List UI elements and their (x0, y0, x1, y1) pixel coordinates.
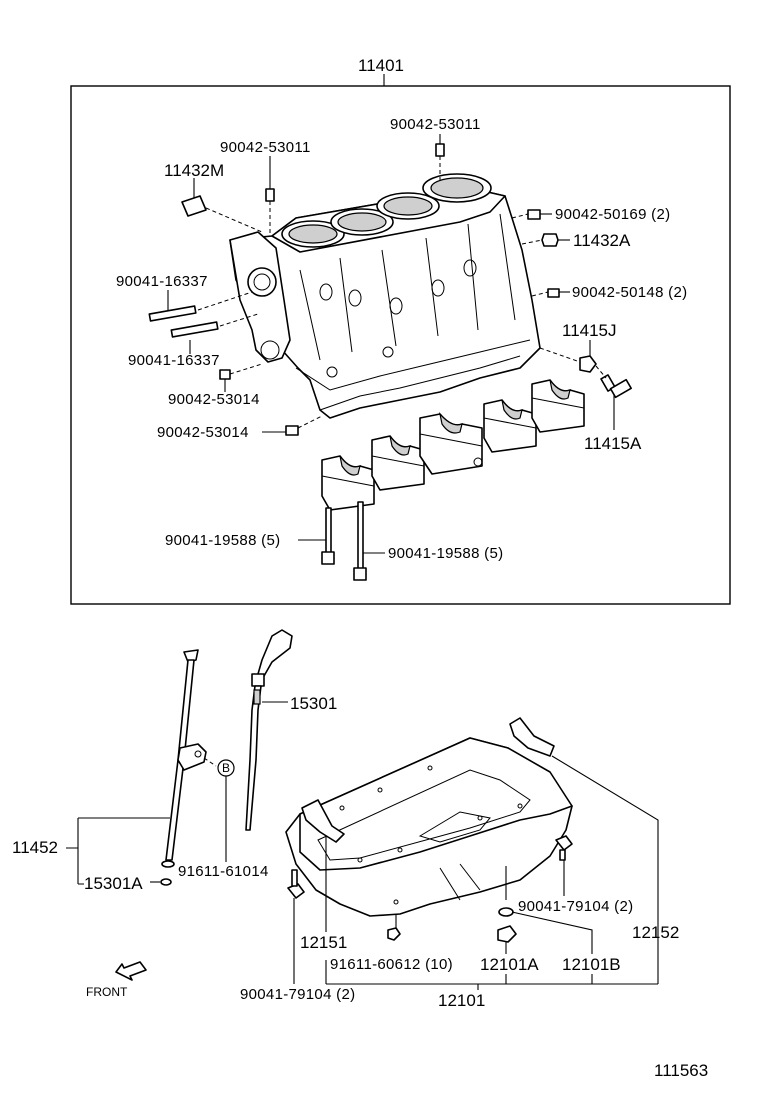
label-11401: 11401 (358, 56, 404, 75)
pipe-11432m (181, 195, 207, 217)
label-90041-79104-right: 90041-79104 (2) (518, 898, 633, 915)
label-11452: 11452 (12, 838, 58, 857)
label-12101: 12101 (438, 991, 485, 1010)
label-90042-53011-left: 90042-53011 (220, 139, 311, 156)
label-15301: 15301 (290, 694, 337, 713)
label-90041-19588-right: 90041-19588 (5) (388, 545, 503, 562)
cylinder-block-frame (70, 85, 731, 605)
label-12152: 12152 (632, 923, 679, 942)
drain-plug-12101a (497, 925, 517, 943)
label-12151: 12151 (300, 933, 347, 952)
label-91611-60612: 91611-60612 (10) (330, 956, 453, 973)
oil-pan (285, 737, 573, 917)
bracket-12101 (325, 960, 658, 990)
plug-90042-53011-left (265, 188, 275, 202)
bearing-caps (321, 379, 585, 511)
stud-90041-16337-upper (148, 291, 253, 322)
label-90042-53014-b: 90042-53014 (157, 424, 249, 441)
cylinder-bores (281, 173, 492, 248)
bolt-90041-79104-right (555, 835, 573, 861)
label-90042-53011-top: 90042-53011 (390, 116, 481, 133)
gasket-12101b (498, 907, 514, 917)
oil-dipstick (245, 629, 293, 831)
label-91611-61014: 91611-61014 (178, 863, 269, 880)
label-90042-53014-a: 90042-53014 (168, 391, 260, 408)
label-90042-50169: 90042-50169 (2) (555, 206, 670, 223)
bolt-11415a (595, 365, 632, 399)
bolt-90041-19588-left (321, 507, 335, 565)
plug-90042-53011-top (435, 143, 445, 157)
bearing-cap-3 (419, 411, 483, 475)
label-90042-50148: 90042-50148 (2) (572, 284, 687, 301)
plug-90042-53014-a (219, 369, 231, 380)
label-12101b: 12101B (562, 955, 621, 974)
front-arrow-icon (115, 961, 147, 981)
seal-12151 (301, 799, 345, 843)
bearing-cap-4 (483, 399, 537, 453)
bolt-91611-60612 (387, 927, 401, 941)
stud-90041-16337-lower (170, 313, 259, 338)
bearing-cap-2 (371, 435, 425, 491)
label-90041-16337-lower: 90041-16337 (128, 352, 220, 369)
bolt-90041-19588-right (353, 501, 367, 581)
plug-90042-50169 (527, 209, 541, 220)
plug-90042-50148 (547, 288, 560, 298)
ring-15301a (160, 878, 172, 886)
plug-90042-53014-b (285, 425, 299, 436)
label-11415a: 11415A (584, 434, 642, 453)
bracket-11452 (66, 817, 170, 885)
seal-12152 (509, 717, 555, 757)
label-12101a: 12101A (480, 955, 539, 974)
label-90041-16337-upper: 90041-16337 (116, 273, 208, 290)
bearing-cap-5 (531, 379, 585, 433)
cylinder-block (229, 173, 541, 419)
label-11432a: 11432A (573, 231, 631, 250)
washer-11415j (579, 355, 597, 373)
bolt-90041-79104-left (287, 869, 305, 899)
label-15301a: 15301A (84, 874, 143, 893)
plug-11432a (541, 233, 559, 247)
oil-level-gauge-guide (161, 649, 207, 868)
label-90041-19588-left: 90041-19588 (5) (165, 532, 280, 549)
callout-b: B (222, 761, 230, 775)
figure-number: 111563 (654, 1061, 708, 1080)
label-front: FRONT (86, 985, 128, 999)
bearing-cap-1 (321, 455, 375, 511)
label-11415j: 11415J (562, 321, 617, 340)
label-90041-79104-bottom: 90041-79104 (2) (240, 986, 355, 1003)
label-11432m: 11432M (164, 161, 224, 180)
